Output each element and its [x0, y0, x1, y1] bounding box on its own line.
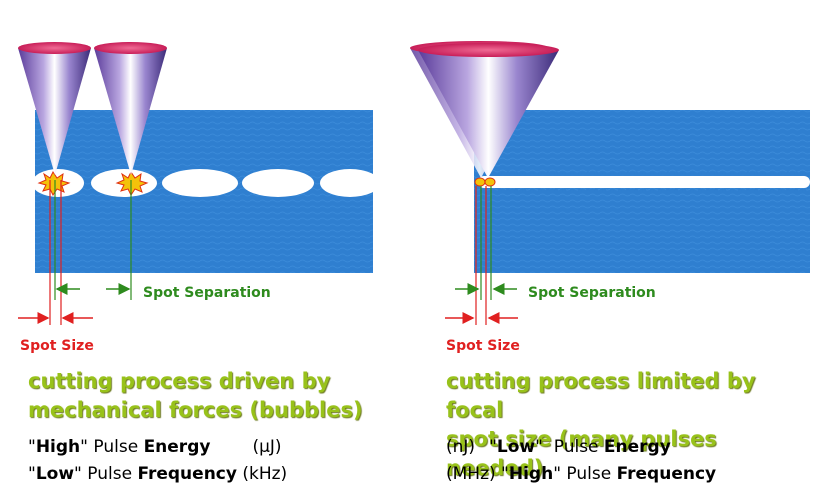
left-energy-word: Energy: [143, 437, 211, 457]
left-frequency-quote-close: ": [74, 464, 82, 484]
left-spot-separation-label: Spot Separation: [143, 285, 271, 301]
left-caption-line2: mechanical forces (bubbles): [28, 398, 363, 422]
right-energy-quote-open: ": [489, 437, 497, 457]
right-bubble-row: [478, 176, 810, 188]
left-frequency-quote-open: ": [28, 464, 36, 484]
right-pulse-properties: (nJ)"Low" Pulse Energy (MHz) "High" Puls…: [446, 434, 811, 488]
left-energy-row: "High" Pulse Energy (µJ): [28, 434, 418, 461]
right-guide-lines: [475, 186, 492, 325]
right-material-block: [474, 110, 810, 273]
right-laser-cone-front: [418, 43, 559, 178]
right-frequency-row: (MHz) "High" Pulse Frequency: [446, 461, 811, 488]
left-pulse-properties: "High" Pulse Energy(µJ) "Low" Pulse Freq…: [28, 434, 418, 488]
left-energy-quote-close: ": [80, 437, 88, 457]
right-caption-line1: cutting process limited by focal: [446, 369, 756, 422]
left-frequency-unit: (kHz): [242, 464, 288, 484]
right-caption-line2: spot size (many pulses needed): [446, 427, 717, 480]
left-energy-level: High: [35, 437, 81, 457]
left-energy-unit: (µJ): [252, 437, 282, 457]
left-frequency-word: Frequency: [137, 464, 237, 484]
right-energy-pulse: Pulse: [542, 437, 604, 457]
right-frequency-unit: (MHz): [446, 464, 496, 484]
left-energy-quote-open: ": [28, 437, 36, 457]
right-energy-unit: (nJ): [446, 437, 476, 457]
right-frequency-quote-open: ": [501, 464, 509, 484]
right-caption: cutting process limited by focal spot si…: [446, 367, 811, 483]
right-frequency-quote-close: ": [553, 464, 562, 484]
left-laser-cone-1: [18, 42, 91, 175]
left-laser-cone-2: [94, 42, 167, 175]
right-energy-level: Low: [496, 437, 536, 457]
left-energy-pulse: Pulse: [87, 437, 144, 457]
left-caption-line1: cutting process driven by: [28, 369, 331, 393]
left-spot-size-label: Spot Size: [20, 338, 94, 354]
right-spot-separation-label: Spot Separation: [528, 285, 656, 301]
right-frequency-level: High: [508, 464, 554, 484]
right-focal-bursts: [474, 177, 496, 187]
left-frequency-row: "Low" Pulse Frequency (kHz): [28, 461, 418, 488]
left-guide-lines: [49, 180, 132, 325]
right-energy-word: Energy: [603, 437, 671, 457]
right-frequency-pulse: Pulse: [561, 464, 617, 484]
right-energy-quote-close: ": [535, 437, 543, 457]
right-frequency-word: Frequency: [616, 464, 717, 484]
left-frequency-level: Low: [35, 464, 75, 484]
right-spot-size-label: Spot Size: [446, 338, 520, 354]
left-caption: cutting process driven by mechanical for…: [28, 367, 408, 425]
left-frequency-pulse: Pulse: [81, 464, 138, 484]
right-energy-row: (nJ) "Low" Pulse Energy: [446, 434, 811, 461]
right-bubble-scallops: [498, 171, 806, 193]
